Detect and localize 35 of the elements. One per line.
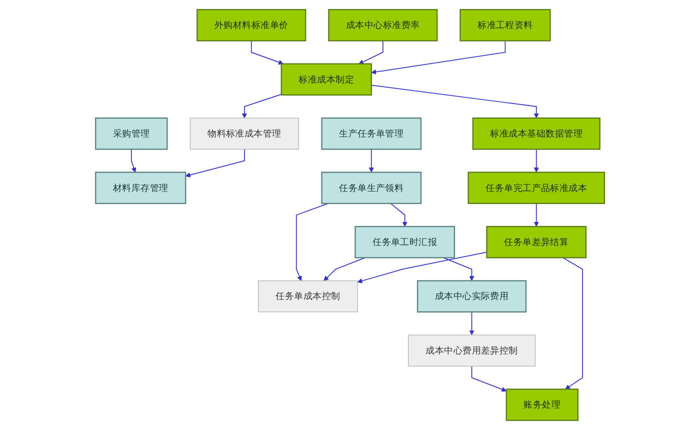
node-box: 成本中心标准费率 xyxy=(328,9,438,42)
arrow xyxy=(357,252,488,284)
node-box: 成本中心实际费用 xyxy=(416,280,527,312)
arrow xyxy=(185,148,245,178)
arrow xyxy=(471,366,507,392)
arrow xyxy=(368,148,374,173)
node-box: 任务单工时汇报 xyxy=(354,226,455,258)
node-box: 任务单差异结算 xyxy=(486,226,587,258)
node-box: 采购管理 xyxy=(95,118,168,150)
node-box: 材料库存管理 xyxy=(95,172,186,204)
node-box: 任务单完工产品标准成本 xyxy=(468,172,605,204)
node-box: 物料标准成本管理 xyxy=(190,118,299,150)
arrow xyxy=(390,203,408,227)
arrow xyxy=(562,257,583,390)
arrow xyxy=(469,311,474,336)
node-box: 任务单成本控制 xyxy=(258,280,358,312)
arrow xyxy=(442,257,474,281)
node-box: 账务处理 xyxy=(506,388,578,421)
node-box: 外购材料标准单价 xyxy=(196,9,306,42)
arrow xyxy=(370,84,539,118)
arrow xyxy=(534,148,539,173)
node-box: 任务单生产领料 xyxy=(321,172,422,204)
arrow xyxy=(324,257,366,281)
arrow xyxy=(371,40,506,74)
arrow xyxy=(296,203,329,281)
node-box: 成本中心费用差异控制 xyxy=(408,334,536,366)
arrow xyxy=(358,40,384,64)
arrow xyxy=(242,94,282,118)
arrow xyxy=(130,148,136,173)
node-box: 标准成本制定 xyxy=(280,63,372,96)
arrow xyxy=(534,203,539,227)
node-box: 标准工程资料 xyxy=(460,9,551,42)
arrow xyxy=(250,40,284,65)
node-box: 生产任务单管理 xyxy=(321,118,422,150)
node-box: 标准成本基础数据管理 xyxy=(472,118,600,150)
